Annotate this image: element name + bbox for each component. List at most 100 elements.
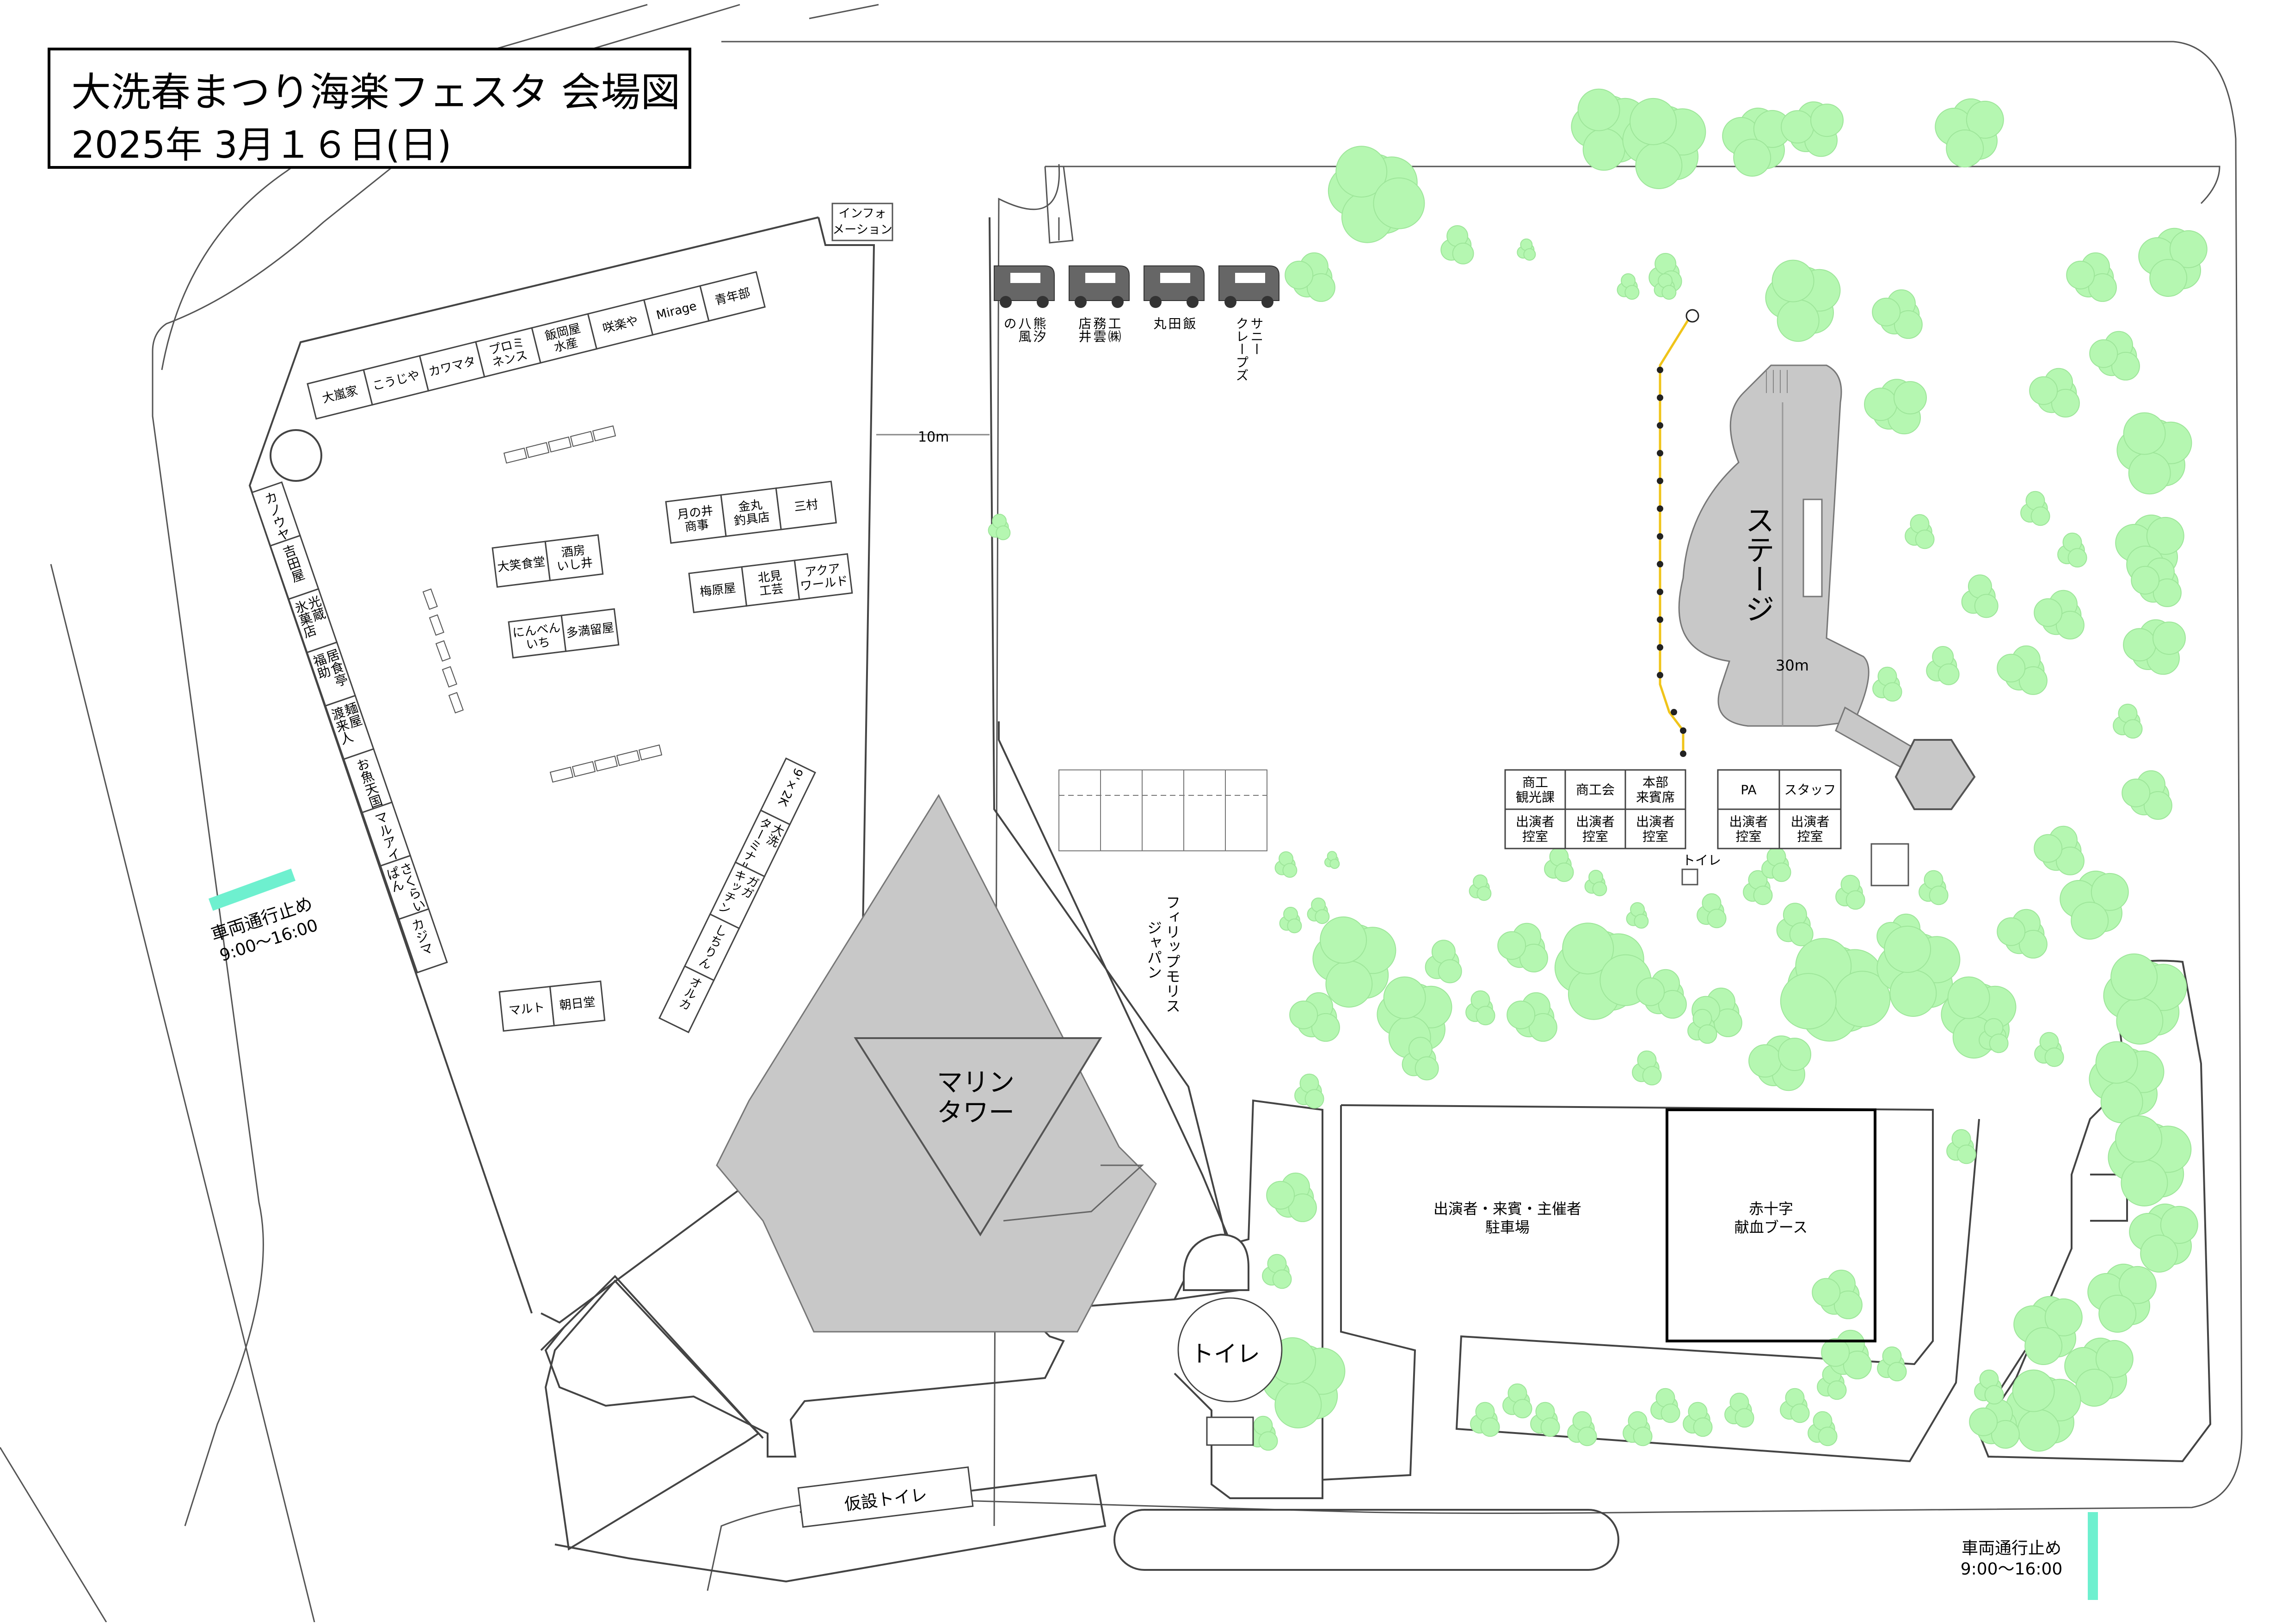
tree-canopy	[1889, 970, 1937, 1017]
tree	[1636, 969, 1687, 1019]
toilet-round	[1177, 1297, 1283, 1403]
stage-label: ステージ	[1740, 505, 1774, 623]
food-trucks: 熊汐八風の工㈱務雲店井飯田丸サニークレープズ	[994, 265, 1279, 381]
tree-canopy	[1947, 976, 1990, 1019]
tree	[2122, 770, 2172, 820]
tree-canopy	[1843, 1350, 1872, 1379]
tree	[1781, 101, 1844, 157]
pa-room: 出演者控室	[1717, 808, 1780, 849]
tree-canopy	[2044, 1047, 2064, 1067]
center-booth-row2-label-line: 工芸	[759, 582, 784, 598]
tree-canopy	[1562, 923, 1614, 975]
left-lower-wedge	[544, 1280, 760, 1551]
tree-canopy	[1266, 1181, 1295, 1210]
small-table	[616, 750, 640, 766]
tree	[2089, 1041, 2165, 1124]
hq-room-label-line: 控室	[1642, 829, 1668, 844]
small-table	[592, 425, 616, 442]
tree-canopy	[1438, 959, 1462, 984]
tree	[1502, 1383, 1532, 1419]
tree-canopy	[1383, 976, 1426, 1019]
rope-post	[1657, 478, 1663, 484]
hq-room: 出演者控室	[1504, 808, 1566, 849]
food-truck-label: 八風	[1017, 317, 1032, 343]
tree	[1722, 107, 1791, 177]
tree-canopy	[2018, 666, 2048, 695]
food-truck-label: 熊汐	[1032, 317, 1047, 343]
food-truck-label: 田	[1167, 317, 1182, 330]
small-table	[549, 766, 574, 783]
center-booth-row1-label-line: 三村	[793, 498, 819, 514]
info-box	[831, 203, 893, 241]
center-booth-row2-box	[793, 553, 853, 601]
left-booth-cell: マルアイ	[361, 801, 412, 867]
food-truck-window	[1235, 273, 1265, 283]
food-truck-body	[1144, 265, 1205, 301]
tree-canopy	[1282, 863, 1298, 878]
info-label-2: メーション	[832, 223, 892, 237]
tree	[1905, 514, 1935, 549]
marine-tower-roof	[854, 1037, 1102, 1236]
tree-canopy	[2012, 1369, 2055, 1412]
parking-label-2: 駐車場	[1485, 1218, 1530, 1236]
tree-canopy	[1289, 1000, 1318, 1029]
small-table	[429, 614, 444, 636]
map-title: 大洗春まつり海楽フェスタ 会場図	[71, 69, 681, 116]
tree-canopy	[1582, 128, 1625, 171]
center-booth-row1-label: 三村	[793, 498, 819, 514]
hq-room: 商工観光課	[1504, 769, 1566, 810]
center-booth-bottom-cell: マルト	[498, 985, 555, 1032]
center-booth-row4-label-line: いち	[525, 635, 551, 652]
tree-canopy	[2030, 506, 2050, 526]
tree-canopy	[2123, 719, 2143, 739]
rope-dots	[1657, 367, 1686, 757]
tree-canopy	[1929, 886, 1949, 905]
tree-canopy	[2055, 610, 2085, 640]
tree	[1279, 907, 1302, 934]
hq-room-label-line: 控室	[1582, 829, 1608, 844]
tree	[2113, 703, 2143, 739]
food-truck-label: の	[1002, 317, 1017, 330]
food-truck-body	[1069, 265, 1130, 301]
tree	[1808, 1411, 1838, 1446]
hq-room: 出演者控室	[1564, 808, 1626, 849]
tree-canopy	[1697, 1024, 1717, 1044]
food-truck-window	[1085, 273, 1115, 283]
tree-canopy	[1304, 1089, 1324, 1109]
road-closed-right-1: 車両通行止め	[1962, 1539, 2061, 1558]
tree-canopy	[1258, 1431, 1278, 1451]
tree-canopy	[2118, 1266, 2157, 1304]
tree-canopy	[2131, 566, 2160, 595]
tree-canopy	[1415, 1056, 1439, 1081]
pa-room-box	[1778, 769, 1842, 810]
center-booth-bottom-cell: 朝日堂	[549, 980, 606, 1027]
rope-post	[1657, 561, 1663, 567]
tree-canopy	[1325, 960, 1373, 1008]
tree	[1324, 851, 1340, 869]
small-tables	[1681, 843, 1909, 886]
tree-canopy	[1658, 990, 1687, 1019]
tree-canopy	[2123, 628, 2157, 662]
pa-room: PA	[1717, 769, 1780, 810]
tree	[1402, 1037, 1439, 1081]
tree	[1697, 893, 1727, 929]
tree-canopy	[1894, 310, 1923, 339]
tree	[1979, 1018, 2009, 1053]
center-booth-row2-cell: 北見工芸	[741, 560, 800, 607]
tree	[1328, 146, 1425, 243]
stage-platform	[1802, 498, 1823, 597]
food-truck-body	[994, 265, 1055, 301]
rope-post	[1657, 616, 1663, 623]
hq-room-label: 本部来賓席	[1636, 775, 1675, 805]
small-table-rows	[422, 425, 663, 783]
tree-canopy	[1966, 100, 2004, 139]
food-truck-label: 店井	[1077, 317, 1092, 343]
hq-room: 出演者控室	[1624, 808, 1686, 849]
marine-tower-label-line: マリン	[937, 1068, 1015, 1098]
rope-post	[1680, 727, 1686, 734]
center-booth-row2-label: 北見工芸	[757, 569, 784, 599]
map-date: 2025年 3月１６日(日)	[71, 123, 452, 166]
